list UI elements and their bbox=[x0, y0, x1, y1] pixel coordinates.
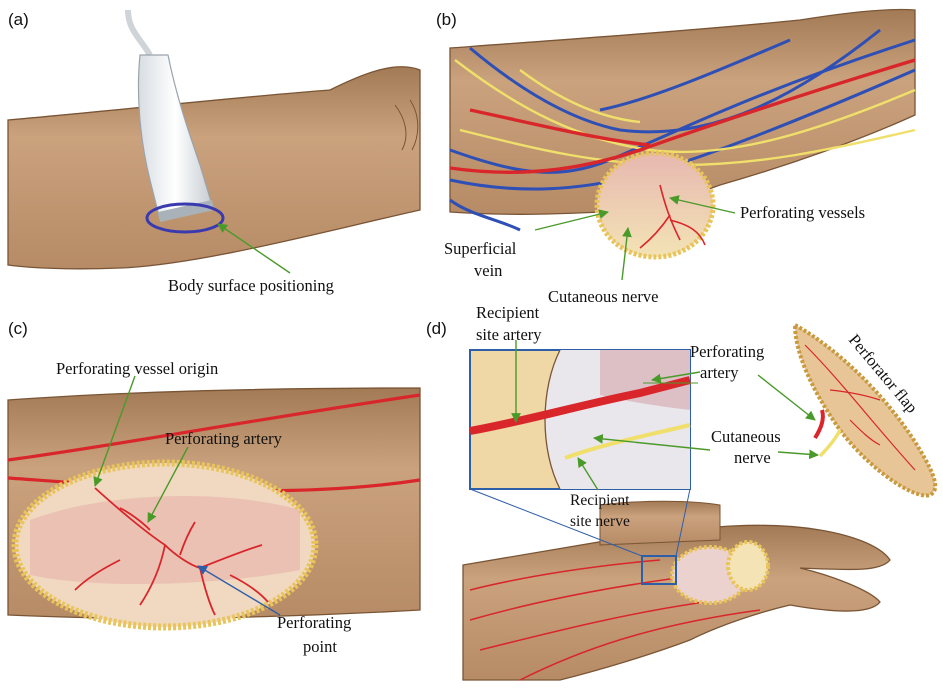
label-perforating-point-line1: Perforating bbox=[277, 613, 351, 632]
label-perforating-artery-d-line2: artery bbox=[700, 363, 739, 382]
label-recipient-artery-line2: site artery bbox=[476, 325, 542, 344]
label-superficial-vein-line1: Superficial bbox=[444, 239, 517, 258]
panel-b: (b) Perforating vessels bbox=[436, 9, 915, 306]
label-perforating-point-line2: point bbox=[303, 637, 337, 656]
label-cutaneous-nerve-d-line2: nerve bbox=[734, 448, 771, 467]
label-perforating-vessel-origin: Perforating vessel origin bbox=[56, 359, 218, 378]
label-cutaneous-nerve-b: Cutaneous nerve bbox=[548, 287, 658, 306]
label-body-surface-positioning: Body surface positioning bbox=[168, 276, 334, 295]
inset-detail bbox=[470, 350, 690, 489]
flap-b bbox=[597, 153, 713, 257]
label-superficial-vein-line2: vein bbox=[474, 261, 502, 280]
label-cutaneous-nerve-d-line1: Cutaneous bbox=[711, 427, 781, 446]
panel-d: (d) Recipient site artery Recipient bbox=[426, 303, 935, 680]
hand-d bbox=[463, 525, 890, 680]
label-recipient-artery-line1: Recipient bbox=[476, 303, 540, 322]
label-recipient-nerve-line1: Recipient bbox=[570, 492, 630, 509]
label-recipient-nerve-line2: site nerve bbox=[570, 513, 630, 530]
panel-b-letter: (b) bbox=[436, 10, 457, 29]
probe-cable bbox=[128, 10, 150, 55]
panel-a-letter: (a) bbox=[8, 10, 29, 29]
label-perforating-artery-d-line1: Perforating bbox=[690, 342, 764, 361]
flap-pedicle-nerve bbox=[820, 430, 840, 456]
label-perforating-vessels: Perforating vessels bbox=[740, 203, 865, 222]
panel-c: (c) Perforating vessel origin Perforatin… bbox=[8, 319, 420, 656]
panel-a: (a) Body surface positioning bbox=[8, 10, 420, 295]
forearm-a bbox=[8, 67, 420, 269]
label-perforating-artery-c: Perforating artery bbox=[165, 429, 283, 448]
panel-c-letter: (c) bbox=[8, 319, 28, 338]
flap-pedicle-artery bbox=[815, 410, 823, 438]
panel-d-letter: (d) bbox=[426, 319, 447, 338]
